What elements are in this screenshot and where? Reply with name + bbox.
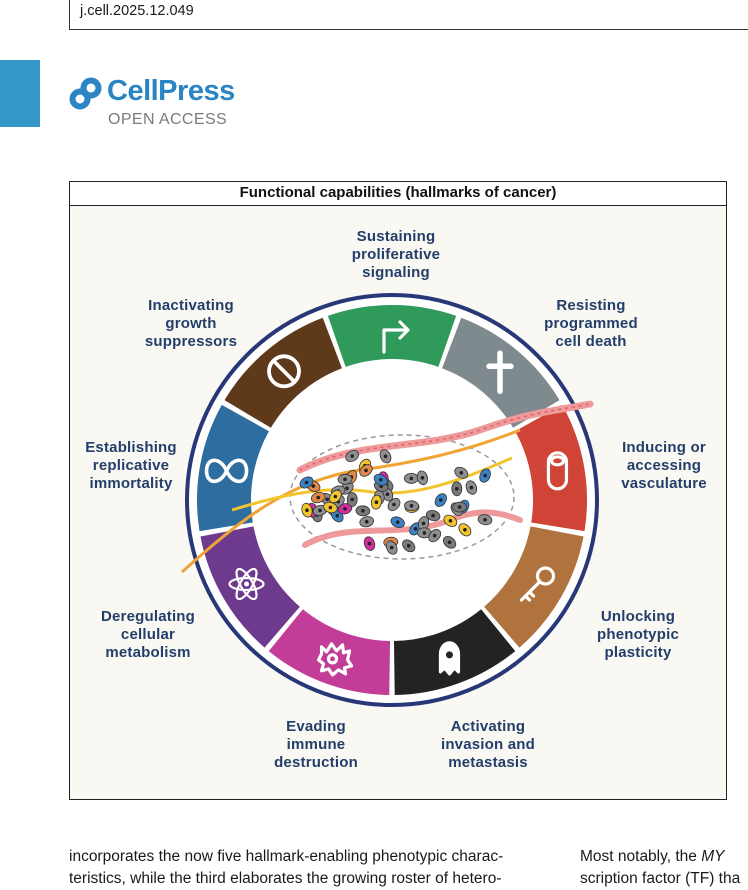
body-right-line-2: scription factor (TF) tha — [580, 870, 741, 887]
hallmark-label: Inactivating growth suppressors — [144, 297, 238, 350]
body-left-column: incorporates the now five hallmark-enabl… — [69, 846, 556, 890]
hallmark-label: Evading immune destruction — [274, 718, 358, 771]
body-right-line-1-prefix: Most notably, the — [580, 848, 702, 865]
hallmark-label: Sustaining proliferative signaling — [351, 228, 441, 281]
cellpress-logo-icon — [69, 77, 102, 110]
doi-text[interactable]: j.cell.2025.12.049 — [80, 3, 194, 19]
cellpress-logo[interactable]: CellPress OPEN ACCESS — [69, 75, 269, 132]
body-right-line-1-italic: MY — [701, 848, 725, 865]
body-right-column: Most notably, the MY scription factor (T… — [580, 846, 748, 890]
logo-name: CellPress — [107, 75, 235, 107]
figure-header: Functional capabilities (hallmarks of ca… — [70, 182, 726, 206]
doi-box: j.cell.2025.12.049 — [69, 0, 748, 30]
hallmark-label: Establishing replicative immortality — [85, 439, 177, 492]
hallmark-label: Deregulating cellular metabolism — [100, 608, 196, 661]
body-left-line-1: incorporates the now five hallmark-enabl… — [69, 848, 504, 865]
logo-subtitle: OPEN ACCESS — [108, 111, 228, 128]
hallmark-label: Activating invasion and metastasis — [440, 718, 536, 771]
side-tab — [0, 60, 40, 127]
hallmark-label: Resisting programmed cell death — [544, 297, 638, 350]
hallmark-label: Inducing or accessing vasculature — [621, 439, 707, 492]
body-left-line-2: teristics, while the third elaborates th… — [69, 870, 502, 887]
body-right-line-1: Most notably, the MY — [580, 846, 748, 868]
hallmark-label: Unlocking phenotypic plasticity — [596, 608, 679, 661]
